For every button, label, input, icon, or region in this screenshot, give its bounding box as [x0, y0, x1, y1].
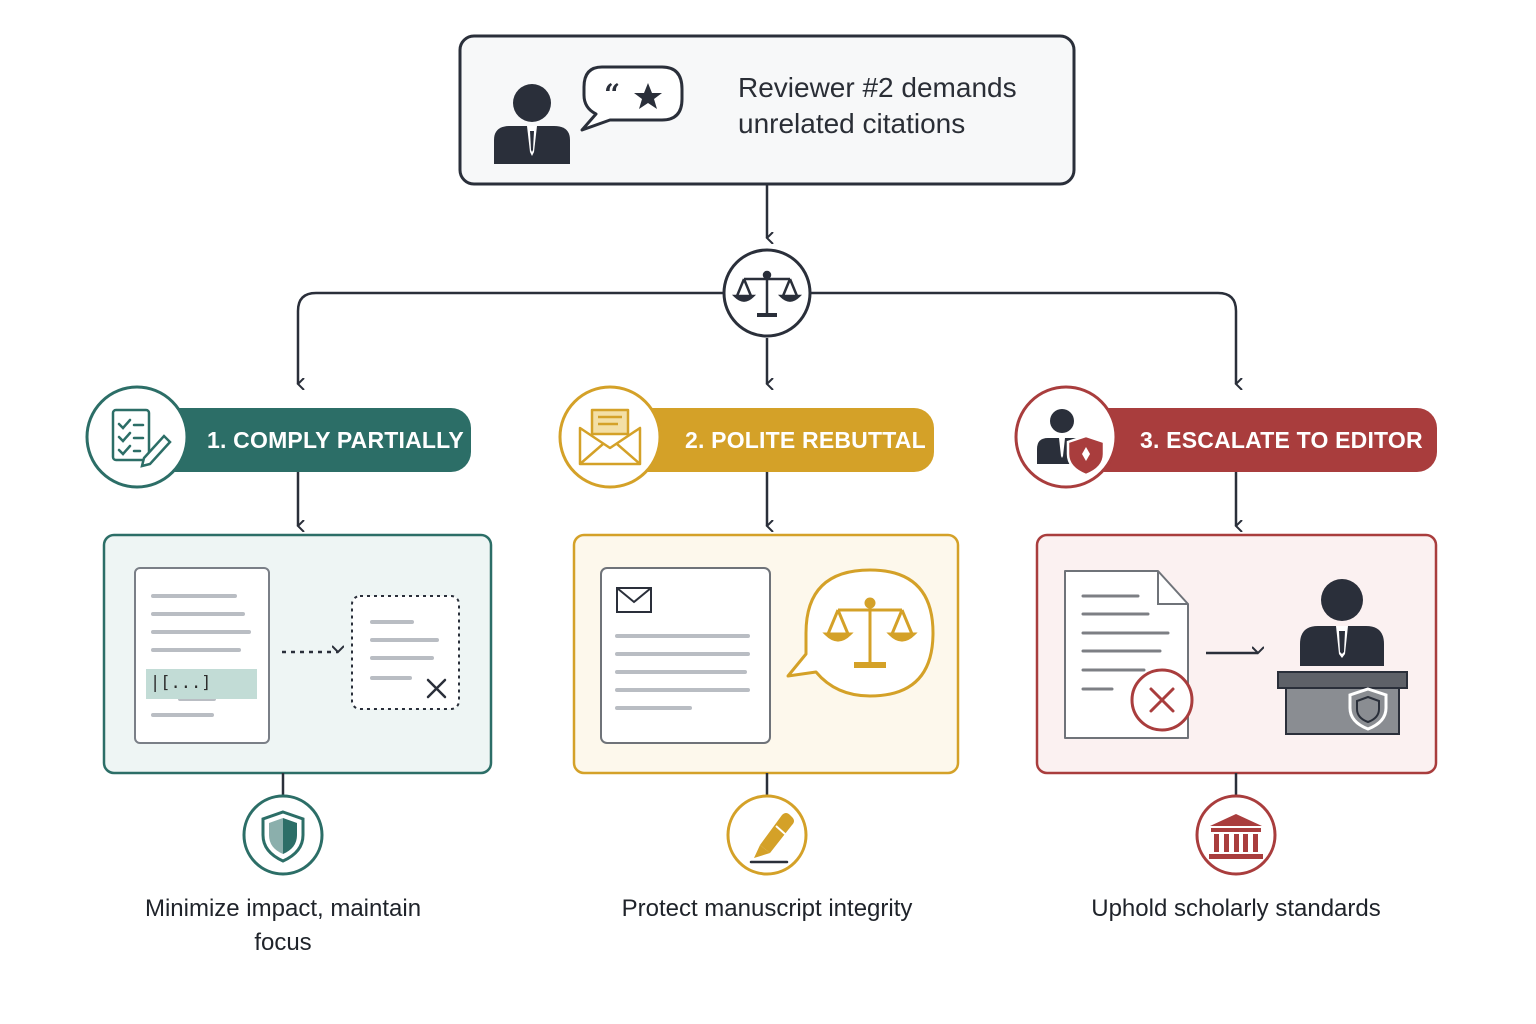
dashed-removed-document-icon: [351, 595, 460, 710]
highlighted-citation-icon: [146, 669, 257, 699]
rebuttal-pill: [620, 408, 934, 472]
x-circle-icon: [1130, 668, 1194, 732]
rebuttal-outcome: Protect manuscript integrity: [621, 895, 913, 922]
envelope-letter-icon: [578, 408, 642, 466]
citation-placeholder: |[...]: [150, 673, 212, 693]
letter-document-icon: [600, 567, 771, 744]
envelope-icon: [616, 587, 652, 613]
editor-at-desk-icon: [1277, 579, 1408, 735]
branch-connectors: [298, 291, 1236, 384]
comply-outcome: Minimize impact, maintain focus: [144, 895, 422, 956]
decision-node: [722, 248, 812, 338]
institution-building-icon: [1209, 814, 1263, 859]
comply-pill: [150, 408, 471, 472]
scale-speech-bubble-icon: [786, 568, 935, 698]
x-icon: [426, 678, 447, 699]
quote-star-speech-bubble-icon: “: [580, 65, 684, 132]
person-shield-icon: [1037, 409, 1106, 477]
option-escalate: [1014, 385, 1438, 876]
pen-nib-icon: [749, 813, 794, 864]
option-comply: [85, 385, 493, 876]
comply-label: 1. COMPLY PARTIALLY: [207, 427, 464, 453]
shield-icon: [261, 810, 305, 863]
reviewer-person-icon: [494, 84, 570, 164]
svg-text:“: “: [604, 78, 620, 111]
root-text: Reviewer #2 demands unrelated citations: [738, 72, 1017, 139]
rebuttal-label: 2. POLITE REBUTTAL: [685, 427, 926, 453]
document-icon: [134, 567, 270, 744]
root-node: “: [458, 34, 1076, 186]
balance-scale-icon: [731, 270, 803, 317]
checklist-pencil-icon: [111, 408, 172, 468]
escalate-label: 3. ESCALATE TO EDITOR: [1140, 427, 1423, 453]
escalate-pill: [1080, 408, 1437, 472]
option-rebuttal: [558, 385, 960, 876]
escalate-outcome: Uphold scholarly standards: [1091, 895, 1381, 922]
shield-icon: [1348, 687, 1388, 731]
